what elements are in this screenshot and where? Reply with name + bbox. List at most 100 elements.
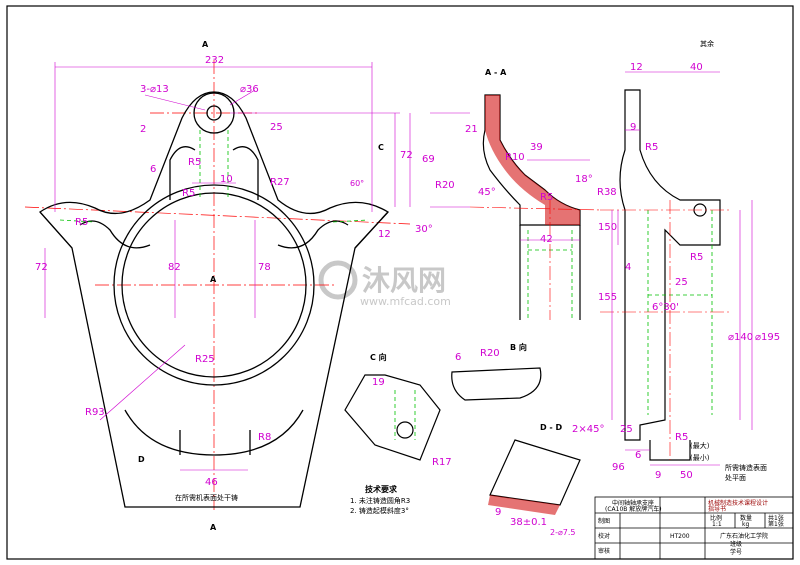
tb-approved: 审核: [598, 547, 610, 555]
section-dd-title: D - D: [540, 423, 563, 432]
tb-part-sub: (CA10B 解放牌汽车): [605, 505, 662, 513]
tech-req-item2: 2. 铸造起模斜度3°: [350, 506, 409, 515]
dim-72-right: 72: [400, 150, 413, 161]
dim-c-19: 19: [372, 377, 385, 388]
tb-company: 机械制造技术课程设计: [708, 499, 768, 507]
tb-class: 班级: [730, 540, 742, 548]
tech-req-item1: 1. 未注铸造圆角R3: [350, 496, 410, 505]
note-cast-surface: 所需铸造表面: [725, 463, 767, 472]
dim-side-155: 155: [598, 292, 617, 303]
side-view: 其余 12 40 9 R5 150 4 R5: [572, 39, 780, 482]
watermark-logo-icon: [318, 260, 358, 300]
label-section-a-center: A: [210, 275, 217, 284]
label-section-a-top: A: [202, 40, 209, 49]
dim-78: 78: [258, 262, 271, 273]
dim-10: 10: [220, 174, 233, 185]
tb-scale-label: 比例: [710, 514, 722, 522]
view-b-outline: [451, 367, 542, 401]
label-arrow-c: C: [378, 143, 384, 152]
dim-side-2x45: 2×45°: [572, 424, 604, 435]
dim-25: 25: [270, 122, 283, 133]
dim-boss-dia: ⌀36: [240, 84, 259, 95]
dim-side-dia140: ⌀140: [728, 332, 753, 343]
tb-school: 广东石油化工学院: [720, 532, 768, 540]
view-c: C 向 19 R17: [344, 352, 452, 468]
dim-46: 46: [205, 477, 218, 488]
dim-side-4: 4: [625, 262, 631, 273]
note-flat: 处平面: [725, 473, 746, 482]
note-min: (最小): [690, 453, 710, 462]
dim-r5-top: R5: [188, 157, 201, 168]
section-aa: A - A 21 R10 39 R20 45° 18° R5 R38 42: [430, 68, 617, 320]
dim-aa-18deg: 18°: [575, 174, 593, 185]
dim-side-30deg: 6°30': [652, 302, 679, 313]
title-block-grid: [594, 496, 794, 560]
dim-side-r5-bottom: R5: [675, 432, 688, 443]
tb-qty-label: 数量: [740, 514, 752, 522]
section-aa-centerline: [469, 200, 601, 320]
view-c-title: C 向: [370, 352, 387, 362]
view-b: B 向 6 R20: [451, 342, 542, 401]
section-aa-title: A - A: [485, 68, 507, 77]
watermark-url: www.mfcad.com: [360, 295, 451, 308]
dim-r8: R8: [258, 432, 271, 443]
dim-r27: R27: [270, 177, 290, 188]
dim-dd-chamfer: 2-⌀7.5: [550, 528, 576, 537]
tech-requirements: 技术要求 1. 未注铸造圆角R3 2. 铸造起模斜度3°: [350, 484, 410, 515]
title-block: 中间轴轴承支座 (CA10B 解放牌汽车) 制图 校对 审核 HT200 机械制…: [594, 496, 794, 560]
main-dimension-lines: [44, 62, 411, 471]
dim-r25: R25: [195, 354, 215, 365]
dim-r5-mid: R5: [182, 188, 195, 199]
dim-b-6: 6: [455, 352, 461, 363]
dim-side-6: 6: [635, 450, 641, 461]
dim-side-12: 12: [630, 62, 643, 73]
side-view-hidden: [647, 210, 713, 415]
tb-weight: kg: [742, 521, 749, 528]
dim-side-r5-mid: R5: [690, 252, 703, 263]
dim-r5-left: R5: [75, 217, 88, 228]
dim-30deg: 30°: [415, 224, 433, 235]
dim-side-150: 150: [598, 222, 617, 233]
dim-aa-r20: R20: [435, 180, 455, 191]
dim-side-25b: 25: [620, 424, 633, 435]
main-view: 232 3-⌀13 ⌀36 2 25 6 R5 10 R5 R27 R5 72 …: [24, 40, 435, 532]
dim-82: 82: [168, 262, 181, 273]
dim-c-r17: R17: [432, 457, 452, 468]
section-dd: D - D 9 38±0.1 2-⌀7.5: [488, 423, 581, 537]
dim-side-40: 40: [690, 62, 703, 73]
dim-aa-r38: R38: [597, 187, 617, 198]
side-view-dims: [611, 71, 753, 466]
tb-part-name: 中间轴轴承支座: [612, 499, 654, 507]
dim-60deg: 60°: [350, 179, 364, 188]
dim-2: 2: [140, 124, 146, 135]
section-dd-outline: [489, 439, 581, 506]
sheet-border: [6, 5, 794, 560]
tb-id: 学号: [730, 548, 742, 556]
view-c-outline: [344, 374, 441, 461]
side-view-centerline: [600, 200, 730, 460]
dim-side-50: 50: [680, 470, 693, 481]
tb-material: HT200: [670, 533, 690, 540]
main-hidden-lines: [59, 130, 369, 223]
dim-side-9: 9: [630, 122, 636, 133]
dim-aa-45deg: 45°: [478, 187, 496, 198]
dim-dd-9: 9: [495, 507, 501, 518]
dim-bolt-holes: 3-⌀13: [140, 84, 169, 95]
dim-side-96: 96: [612, 462, 625, 473]
dim-side-r5-top: R5: [645, 142, 658, 153]
dim-aa-42: 42: [540, 234, 553, 245]
dim-side-25: 25: [675, 277, 688, 288]
dim-6: 6: [150, 164, 156, 175]
note-bottom: 在所需机表面处干铸: [175, 493, 238, 502]
dim-aa-21: 21: [465, 124, 478, 135]
dim-b-r20: R20: [480, 348, 500, 359]
dim-12: 12: [378, 229, 391, 240]
section-aa-hatch: [485, 95, 580, 225]
roughness-note: 其余: [700, 39, 714, 48]
section-dd-hatch: [488, 495, 560, 515]
dim-72-left: 72: [35, 262, 48, 273]
view-b-title: B 向: [510, 342, 527, 352]
label-section-a-bottom: A: [210, 523, 217, 532]
tb-scale: 1:1: [712, 521, 722, 528]
